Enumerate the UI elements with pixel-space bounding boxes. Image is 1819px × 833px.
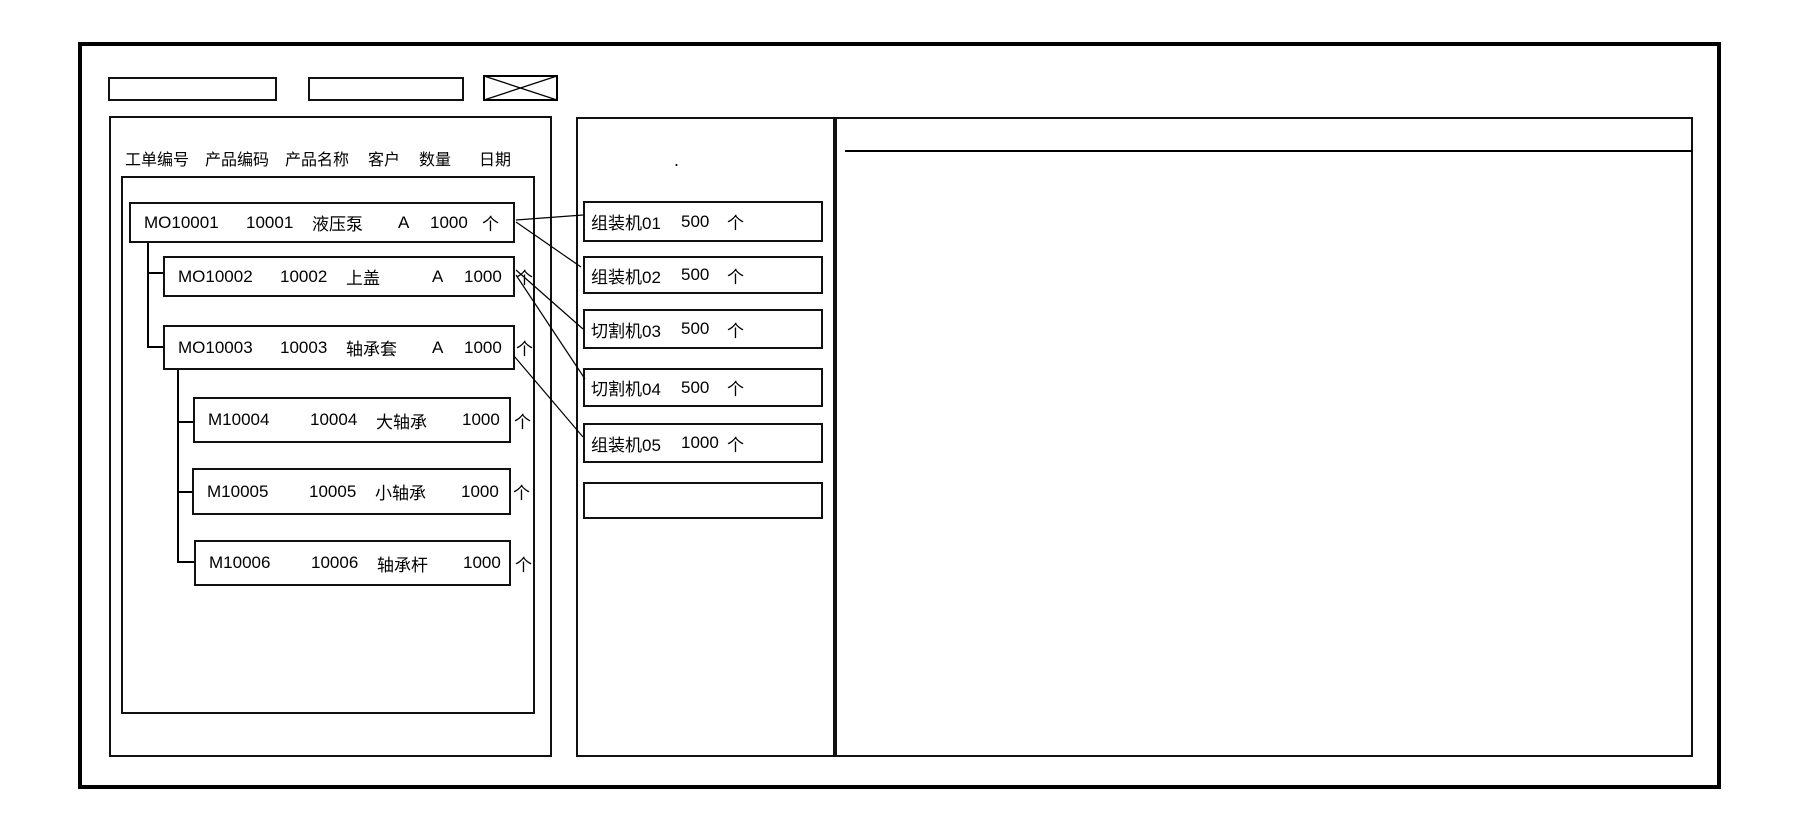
workcenter-item-05[interactable]: 组装机05 1000 个 xyxy=(583,423,823,463)
product-code: 10004 xyxy=(310,410,358,429)
workcenter-unit: 个 xyxy=(727,435,744,455)
toolbar-field-2[interactable] xyxy=(308,77,464,101)
quantity: 1000 xyxy=(430,212,468,232)
order-no: M10004 xyxy=(208,410,270,429)
workcenter-qty: 500 xyxy=(681,211,710,231)
workcenter-name: 组装机02 xyxy=(591,267,661,287)
order-no: M10005 xyxy=(207,481,269,501)
workcenter-name: 组装机05 xyxy=(591,435,661,455)
workcenter-unit: 个 xyxy=(727,380,744,399)
product-code: 10001 xyxy=(246,212,294,232)
column-header-quantity: 数量 xyxy=(419,152,452,169)
order-no: M10006 xyxy=(209,553,271,572)
unit: 个 xyxy=(515,555,532,575)
workcenter-qty: 1000 xyxy=(681,433,719,452)
workcenter-name: 切割机04 xyxy=(591,380,661,399)
tree-line xyxy=(147,243,149,347)
product-code: 10005 xyxy=(309,481,357,501)
workcenter-item-empty[interactable] xyxy=(583,482,823,519)
tree-line xyxy=(177,561,195,563)
stray-dot: . xyxy=(674,150,680,170)
product-code: 10002 xyxy=(280,266,328,286)
workcenter-unit: 个 xyxy=(727,214,744,233)
tree-line xyxy=(147,346,164,348)
product-name: 轴承杆 xyxy=(377,555,428,575)
unit: 个 xyxy=(516,340,533,359)
quantity: 1000 xyxy=(461,481,499,501)
workcenter-qty: 500 xyxy=(681,265,710,284)
order-node-m10005[interactable]: M10005 10005 小轴承 1000 个 xyxy=(192,468,530,515)
workcenter-item-01[interactable]: 组装机01 500 个 xyxy=(583,201,823,242)
unit: 个 xyxy=(513,484,530,503)
customer: A xyxy=(432,337,444,357)
product-name: 大轴承 xyxy=(376,412,427,432)
order-no: MO10003 xyxy=(178,337,253,357)
product-code: 10006 xyxy=(311,553,359,572)
toolbar-field-1[interactable] xyxy=(108,77,277,101)
workcenter-unit: 个 xyxy=(727,267,744,287)
workcenter-unit: 个 xyxy=(727,321,744,341)
tree-line xyxy=(177,421,194,423)
unit: 个 xyxy=(516,269,533,288)
column-header-date: 日期 xyxy=(479,152,512,169)
order-node-mo10001[interactable]: MO10001 10001 液压泵 A 1000 个 xyxy=(129,202,515,243)
order-node-mo10003[interactable]: MO10003 10003 轴承套 A 1000 个 xyxy=(163,325,533,370)
workcenter-name: 组装机01 xyxy=(591,214,661,233)
order-node-mo10002[interactable]: MO10002 10002 上盖 A 1000 个 xyxy=(163,256,533,297)
unit: 个 xyxy=(514,412,531,432)
column-header-product-name: 产品名称 xyxy=(285,152,350,169)
order-no: MO10001 xyxy=(144,212,219,232)
order-no: MO10002 xyxy=(178,266,253,286)
customer: A xyxy=(398,212,410,232)
close-button[interactable] xyxy=(483,75,558,101)
product-code: 10003 xyxy=(280,337,328,357)
tree-line xyxy=(177,370,179,563)
order-node-m10004[interactable]: M10004 10004 大轴承 1000 个 xyxy=(193,397,531,443)
column-header-order-no: 工单编号 xyxy=(125,152,190,169)
product-name: 液压泵 xyxy=(312,215,363,234)
workcenter-qty: 500 xyxy=(681,319,710,338)
order-node-m10006[interactable]: M10006 10006 轴承杆 1000 个 xyxy=(194,540,532,586)
quantity: 1000 xyxy=(462,410,500,429)
quantity: 1000 xyxy=(464,337,502,357)
x-icon xyxy=(483,75,558,101)
column-header-product-code: 产品编码 xyxy=(205,152,270,169)
customer: A xyxy=(432,266,444,286)
workcenter-name: 切割机03 xyxy=(591,321,661,341)
tree-line xyxy=(147,272,164,274)
product-name: 轴承套 xyxy=(346,340,397,359)
quantity: 1000 xyxy=(464,266,502,286)
product-name: 上盖 xyxy=(346,269,380,288)
tree-line xyxy=(177,491,193,493)
workcenter-item-04[interactable]: 切割机04 500 个 xyxy=(583,368,823,407)
workcenter-item-02[interactable]: 组装机02 500 个 xyxy=(583,256,823,294)
column-header-customer: 客户 xyxy=(368,152,401,169)
unit: 个 xyxy=(482,215,499,234)
quantity: 1000 xyxy=(463,553,501,572)
workcenter-qty: 500 xyxy=(681,377,710,397)
detail-panel-divider xyxy=(845,150,1693,152)
product-name: 小轴承 xyxy=(375,484,426,503)
workcenter-item-03[interactable]: 切割机03 500 个 xyxy=(583,309,823,349)
detail-panel xyxy=(835,117,1693,757)
